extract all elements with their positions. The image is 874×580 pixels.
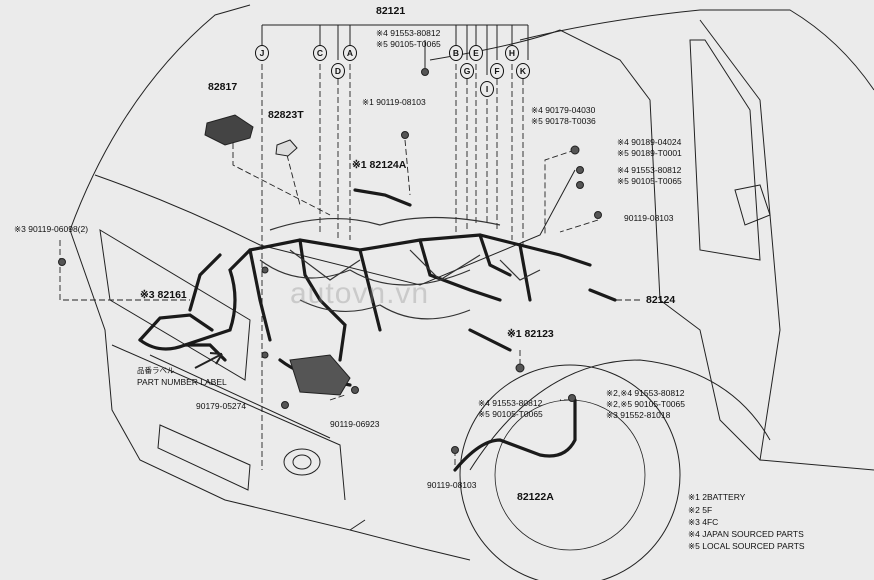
clamp-82823T	[275, 139, 298, 157]
fog-lamp-inner	[292, 454, 312, 470]
part-82817[interactable]: 82817	[208, 81, 238, 93]
connector-A[interactable]: A	[343, 45, 357, 61]
part-number-label: PART NUMBER LABEL	[137, 377, 227, 387]
part-90105-T0065-b[interactable]: ※2,※5 90105-T0065	[606, 399, 685, 409]
connector-F[interactable]: F	[490, 63, 504, 79]
part-number-label-jp: 品番ラベル	[137, 366, 175, 375]
part-82123[interactable]: ※1 82123	[507, 328, 554, 340]
part-90119-06098[interactable]: ※3 90119-06098(2)	[14, 224, 89, 234]
wheel	[459, 364, 681, 580]
legend-item-3: ※3 4FC	[688, 517, 719, 527]
bolts	[58, 68, 602, 454]
part-90119-08103-r[interactable]: 90119-08103	[624, 213, 674, 223]
leader-lines	[59, 55, 640, 470]
fog-lamp	[283, 448, 321, 476]
part-82823T[interactable]: 82823T	[268, 109, 304, 121]
fuse-block-82817	[204, 114, 254, 146]
windshield-outline	[519, 9, 874, 91]
part-82121[interactable]: 82121	[376, 5, 406, 17]
part-90119-08103-b[interactable]: 90119-08103	[427, 480, 477, 490]
legend-item-4: ※4 JAPAN SOURCED PARTS	[688, 529, 804, 539]
part-90189-T0001[interactable]: ※5 90189-T0001	[617, 148, 682, 158]
headlight-outline	[99, 229, 251, 381]
connector-G[interactable]: G	[460, 63, 474, 79]
part-90119-08103-a[interactable]: ※1 90119-08103	[362, 97, 426, 107]
wheel-inner	[494, 399, 646, 551]
part-number-arrow	[194, 352, 223, 369]
connector-I[interactable]: I	[480, 81, 494, 97]
part-90179-05274[interactable]: 90179-05274	[196, 401, 247, 411]
relay-block	[289, 354, 351, 396]
fender-outline	[94, 169, 576, 286]
connector-B[interactable]: B	[449, 45, 463, 61]
watermark: autovn.vn	[290, 277, 430, 310]
lower-body	[349, 299, 761, 561]
part-90119-06923[interactable]: 90119-06923	[330, 419, 380, 429]
connector-C[interactable]: C	[313, 45, 327, 61]
connector-J[interactable]: J	[255, 45, 269, 61]
part-82122A[interactable]: 82122A	[517, 491, 554, 503]
connector-E[interactable]: E	[469, 45, 483, 61]
bumper-outline	[111, 344, 346, 501]
legend-item-1: ※1 2BATTERY	[688, 492, 746, 502]
part-90105-T0065-c[interactable]: ※5 90105-T0065	[478, 409, 543, 419]
connector-D[interactable]: D	[331, 63, 345, 79]
part-91552-81018[interactable]: ※3 91552-81018	[606, 410, 671, 420]
part-91553-80812-c[interactable]: ※4 91553-80812	[478, 398, 543, 408]
part-90179-04030[interactable]: ※4 90179-04030	[531, 105, 596, 115]
mirror	[734, 184, 771, 226]
wheel-arch	[469, 359, 771, 471]
main-part-bracket	[261, 24, 529, 75]
part-91553-80812-b[interactable]: ※2,※4 91553-80812	[606, 388, 685, 398]
legend-item-2: ※2 5F	[688, 505, 713, 515]
grille-outline	[157, 424, 251, 491]
connector-H[interactable]: H	[505, 45, 519, 61]
legend-item-5: ※5 LOCAL SOURCED PARTS	[688, 541, 805, 551]
hood-outline	[69, 4, 251, 231]
part-82124A[interactable]: ※1 82124A	[352, 159, 407, 171]
code-91553-80812-top: ※4 91553-80812	[376, 28, 441, 38]
harness-detail	[259, 216, 541, 320]
door-window	[689, 39, 761, 261]
part-91553-80812-r[interactable]: ※4 91553-80812	[617, 165, 682, 175]
part-90105-T0065-r[interactable]: ※5 90105-T0065	[617, 176, 682, 186]
connector-K[interactable]: K	[516, 63, 530, 79]
part-90189-04024[interactable]: ※4 90189-04024	[617, 137, 682, 147]
part-82161[interactable]: ※3 82161	[140, 289, 187, 301]
part-82124[interactable]: 82124	[646, 294, 676, 306]
code-90105-T0065-top: ※5 90105-T0065	[376, 39, 441, 49]
part-90178-T0036[interactable]: ※5 90178-T0036	[531, 116, 596, 126]
door-outline	[699, 19, 874, 471]
